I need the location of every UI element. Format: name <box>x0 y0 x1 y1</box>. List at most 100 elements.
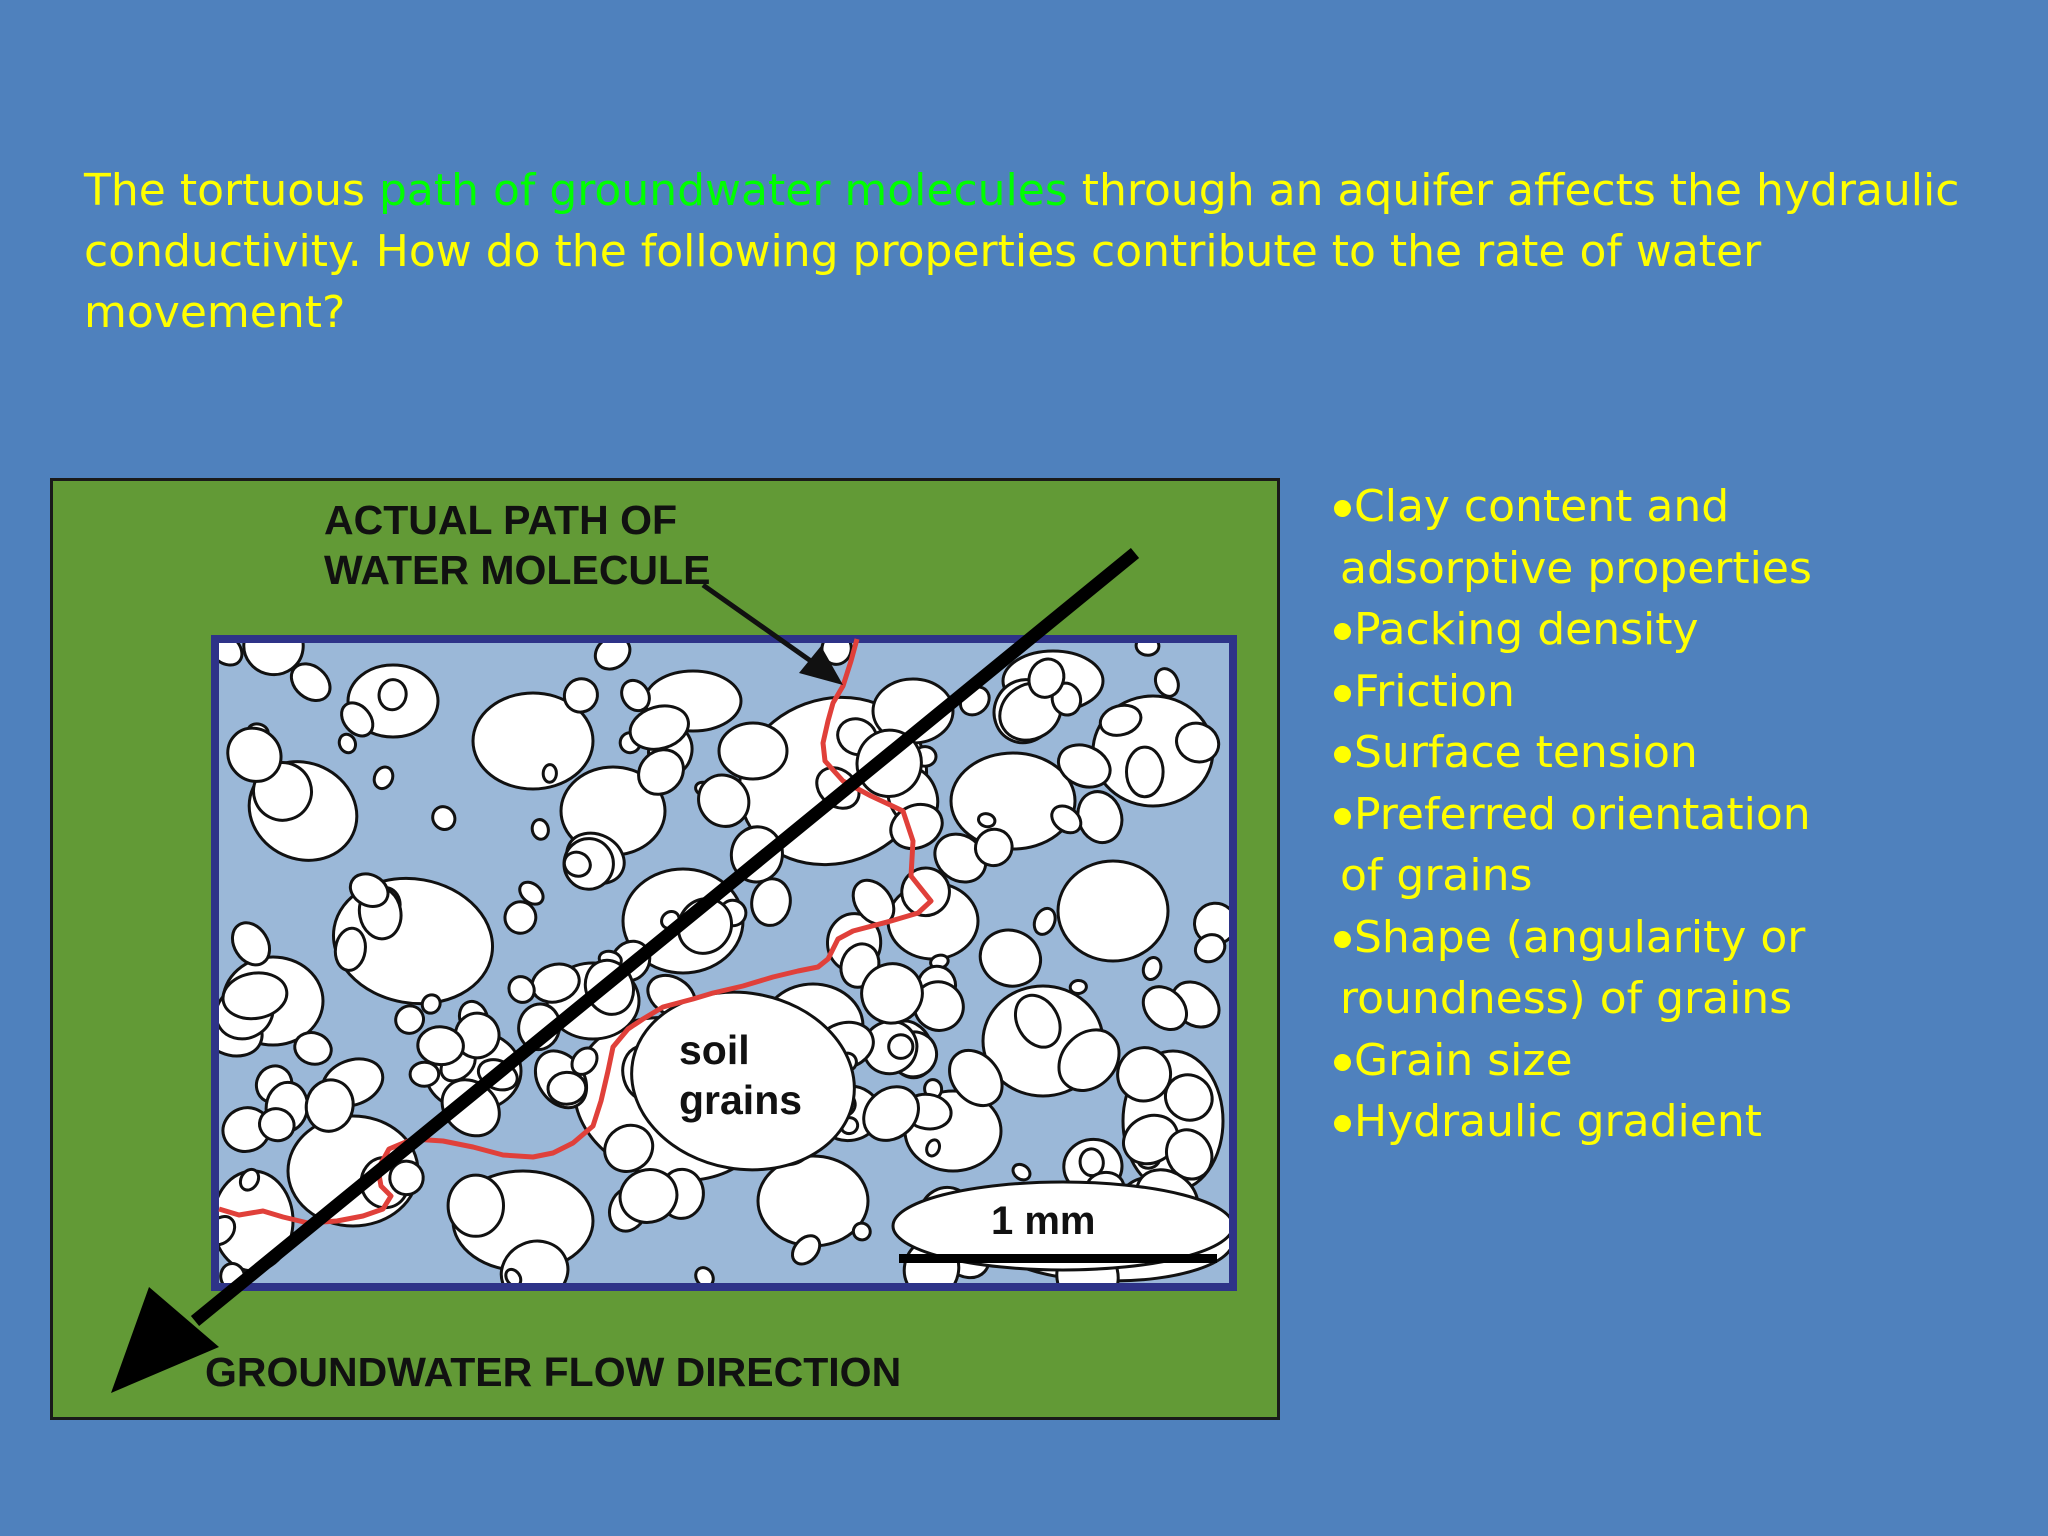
soil-grain <box>1141 956 1163 981</box>
soil-grain <box>973 827 1014 868</box>
soil-grain <box>242 643 305 677</box>
soil-grain <box>1125 745 1165 799</box>
soil-grain <box>1027 657 1066 699</box>
soil-grain <box>887 1033 915 1060</box>
soil-grain <box>862 1085 920 1142</box>
list-item-continuation: roundness) of grains <box>1340 973 1793 1024</box>
soil-grain <box>337 732 358 755</box>
soil-grain <box>1057 743 1112 789</box>
grains-label-line-2: grains <box>679 1077 803 1123</box>
soil-grain <box>1050 804 1083 835</box>
soil-grain <box>1193 933 1227 964</box>
soil-grain <box>541 763 558 784</box>
intro-text-before: The tortuous <box>84 165 379 216</box>
soil-grain <box>293 1031 333 1066</box>
soil-grain <box>221 971 289 1021</box>
soil-grain <box>408 1060 441 1088</box>
soil-grain <box>1057 1028 1121 1092</box>
water-molecule-path <box>218 638 934 1226</box>
flow-direction-arrowhead <box>111 1287 219 1393</box>
soil-grain <box>851 1221 872 1242</box>
scale-bar <box>899 1254 1217 1263</box>
soil-grain <box>340 701 375 738</box>
list-item: Grain size <box>1328 1030 2028 1092</box>
flow-direction-label: GROUNDWATER FLOW DIRECTION <box>205 1349 902 1395</box>
path-label: ACTUAL PATH OF WATER MOLECULE <box>324 495 710 595</box>
soil-grain <box>1098 703 1143 737</box>
soil-grain <box>1013 993 1062 1049</box>
soil-grain <box>446 1173 505 1238</box>
soil-grain <box>891 1180 1229 1272</box>
soil-grain <box>562 677 599 714</box>
soil-grain <box>820 643 853 666</box>
scale-label: 1 mm <box>991 1199 1096 1243</box>
list-item-text: Grain size <box>1354 1034 1573 1086</box>
soil-grain <box>471 691 595 791</box>
soil-grain <box>504 1267 523 1283</box>
list-item: Hydraulic gradient <box>1328 1091 2028 1153</box>
list-item-text: Hydraulic gradient <box>1354 1096 1762 1147</box>
soil-grain <box>546 1070 588 1106</box>
soil-grain <box>717 721 789 781</box>
soil-grain <box>416 1025 465 1067</box>
soil-grain <box>394 1004 425 1035</box>
soil-grain <box>348 872 390 908</box>
soil-grain <box>377 678 408 712</box>
soil-grain <box>226 726 283 783</box>
path-label-line-2: WATER MOLECULE <box>324 547 711 593</box>
list-item-continuation: of grains <box>1340 850 1533 901</box>
soil-grain <box>593 643 632 671</box>
soil-grain <box>1116 1046 1173 1103</box>
soil-grain <box>1122 1113 1180 1166</box>
soil-grain <box>697 773 751 828</box>
soil-grain <box>1175 721 1221 764</box>
soil-grain <box>976 812 997 829</box>
soil-grain <box>933 832 988 884</box>
list-item-continuation: adsorptive properties <box>1340 542 1812 594</box>
soil-grain <box>637 748 685 796</box>
soil-grain <box>503 900 538 935</box>
soil-grain <box>372 765 395 791</box>
list-item-text: Surface tension <box>1354 727 1698 778</box>
soil-grain <box>258 1107 296 1143</box>
list-item-text: Friction <box>1354 665 1515 717</box>
soil-grain <box>694 1266 715 1283</box>
intro-highlight: path of groundwater molecules <box>378 165 1068 216</box>
soil-grain <box>507 975 536 1004</box>
list-item: Surface tension <box>1328 722 2028 784</box>
intro-paragraph: The tortuous path of groundwater molecul… <box>84 160 1984 343</box>
soil-grain <box>499 1239 570 1283</box>
soil-grain <box>289 662 332 703</box>
list-item: Packing density <box>1328 599 2028 661</box>
soil-grain <box>1134 643 1161 657</box>
soil-grain <box>1165 1128 1214 1181</box>
grains-label-line-1: soil <box>679 1027 750 1073</box>
soil-grain <box>949 751 1077 851</box>
soil-grain <box>238 1167 261 1192</box>
soil-grain <box>750 877 792 927</box>
soil-grain <box>1068 978 1088 996</box>
list-item-text: Preferred orientation <box>1354 788 1811 840</box>
soil-grain <box>618 1168 679 1224</box>
soil-grain <box>1056 859 1170 963</box>
soil-grain <box>948 1048 1004 1108</box>
groundwater-path-diagram: ACTUAL PATH OF WATER MOLECULE soil grain… <box>50 478 1280 1420</box>
soil-grain <box>620 678 651 713</box>
grains-label: soil grains <box>679 1025 802 1125</box>
path-label-line-1: ACTUAL PATH OF <box>324 497 678 543</box>
intro-text-after: through an aquifer affects the hydraulic… <box>84 165 1960 338</box>
soil-grain <box>630 990 856 1172</box>
list-item: Friction <box>1328 661 2028 723</box>
soil-grain <box>603 1123 655 1173</box>
soil-grain <box>860 962 924 1025</box>
flow-direction-line <box>190 547 1140 1327</box>
soil-grain <box>790 1234 822 1266</box>
soil-grain <box>333 926 367 972</box>
soil-grain <box>925 1138 942 1158</box>
soil-grain <box>518 880 545 906</box>
soil-grain <box>1141 985 1188 1031</box>
soil-grain <box>1011 1162 1032 1182</box>
